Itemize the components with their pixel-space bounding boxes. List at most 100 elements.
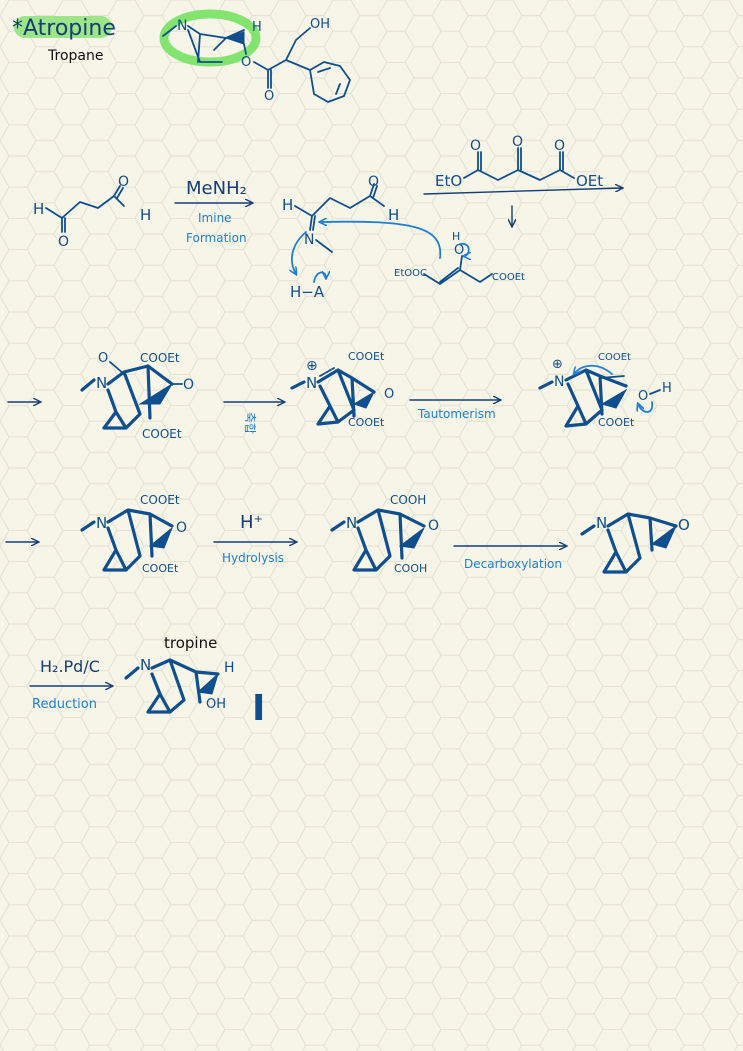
int2-wedge bbox=[352, 390, 376, 409]
succ-h-left: H bbox=[33, 200, 44, 218]
atropine-ester-chain bbox=[253, 27, 311, 89]
int1-cooet-bottom: COOEt bbox=[142, 427, 182, 441]
diacid-cooh-bottom: COOH bbox=[394, 562, 427, 575]
int1-wedge bbox=[138, 383, 173, 405]
adc-bonds bbox=[463, 147, 575, 181]
succinaldehyde-bonds bbox=[45, 185, 125, 233]
diacid-ketone-o: O bbox=[428, 518, 439, 534]
acid-ha: H−A bbox=[290, 283, 325, 301]
diacid-cooh-top: COOH bbox=[390, 493, 426, 507]
tropine-oh: OH bbox=[206, 697, 226, 712]
enol-form: EtOOC O H COOEt bbox=[394, 230, 525, 285]
tropinone-ketone-o: O bbox=[678, 516, 690, 534]
enol-oh-arrow bbox=[459, 243, 469, 256]
adc-o-2: O bbox=[512, 134, 523, 150]
adc-o-1: O bbox=[470, 138, 481, 154]
int3-cooet-bottom: COOEt bbox=[598, 416, 635, 429]
int2-cooet-top: COOEt bbox=[348, 350, 385, 363]
atropine-o-bond bbox=[243, 43, 247, 55]
tautomerism-step: Tautomerism bbox=[409, 400, 500, 421]
atropine-oh: OH bbox=[310, 17, 330, 32]
int3-oh-bond bbox=[649, 389, 661, 395]
diacid-bonds bbox=[330, 508, 426, 572]
int1-aldehyde-o: O bbox=[98, 351, 108, 366]
int2-double-bond bbox=[319, 367, 335, 377]
imine-step: MeNH₂ Imine Formation bbox=[174, 178, 252, 245]
decarboxylation-label: Decarboxylation bbox=[464, 557, 562, 571]
atropine-wedge bbox=[224, 31, 245, 45]
page-title: *Atropine bbox=[12, 16, 116, 41]
atropine-h-label: H bbox=[252, 20, 262, 35]
int3-arrow-top bbox=[574, 364, 613, 374]
int2-bonds bbox=[290, 368, 376, 426]
enol-iminium: ⊕ N O H COOEt COOEt bbox=[538, 352, 672, 429]
imine-aldehyde-bonds bbox=[294, 183, 385, 253]
int2-ketone-o: O bbox=[384, 387, 394, 402]
diester-wedge bbox=[148, 527, 173, 549]
tropinone-n: N bbox=[596, 514, 607, 532]
adc-o-3: O bbox=[554, 138, 565, 154]
int1-ketone-o: O bbox=[183, 377, 194, 393]
succ-o-top: O bbox=[118, 174, 129, 190]
imine-label-2: Formation bbox=[186, 231, 247, 245]
diester-ketone-o: O bbox=[176, 520, 187, 536]
enol-h: H bbox=[452, 230, 460, 243]
imine-h-right: H bbox=[388, 206, 399, 224]
tropinone-bonds bbox=[580, 512, 678, 574]
reduction-reagent: H₂.Pd/C bbox=[40, 657, 100, 676]
int2-cooet-bottom: COOEt bbox=[348, 416, 385, 429]
diester-cooet-bottom: COOEt bbox=[142, 562, 179, 575]
tropine-h: H bbox=[224, 660, 235, 676]
enol-o: O bbox=[454, 243, 464, 258]
atropine-structure: N H O O OH bbox=[159, 9, 351, 104]
int2-n: N bbox=[306, 374, 317, 392]
proton-arrow bbox=[313, 272, 326, 283]
imine-aldehyde: H O H N H−A bbox=[282, 174, 442, 301]
tautomerism-label: Tautomerism bbox=[417, 407, 496, 421]
reduction-label: Reduction bbox=[32, 697, 97, 712]
int3-arrow-oh bbox=[638, 401, 654, 413]
cyclization-label: 축합 bbox=[243, 412, 257, 434]
atropine-phenyl-link bbox=[285, 59, 311, 71]
diester-tropinone: N O COOEt COOEt bbox=[80, 493, 187, 575]
succ-o-bottom: O bbox=[58, 234, 69, 250]
atropine-bonds bbox=[162, 25, 245, 63]
hydrolysis-reagent: H⁺ bbox=[240, 512, 263, 533]
header: *Atropine Tropane bbox=[12, 16, 116, 64]
atropine-ester-o: O bbox=[241, 55, 251, 70]
int2-plus: ⊕ bbox=[306, 358, 318, 374]
imine-h-left: H bbox=[282, 196, 293, 214]
tropine-n: N bbox=[140, 656, 151, 674]
imine-n: N bbox=[304, 232, 314, 248]
int1-bonds bbox=[80, 364, 174, 430]
intermediate-cyclized: O N O COOEt COOEt bbox=[80, 351, 194, 441]
reduction-step: H₂.Pd/C Reduction bbox=[29, 657, 112, 712]
int1-cooet-top: COOEt bbox=[140, 351, 180, 365]
int3-enol-o: O bbox=[638, 389, 648, 404]
adc-eto: EtO bbox=[435, 172, 462, 190]
page-subtitle: Tropane bbox=[47, 48, 103, 64]
acetonedicarboxylate: EtO O O O OEt bbox=[423, 134, 622, 226]
int3-enol-double bbox=[599, 375, 625, 379]
adc-arrow bbox=[423, 188, 622, 195]
tropine: tropine N H OH bbox=[124, 634, 235, 714]
tropine-wedge bbox=[196, 672, 219, 695]
int3-enol-h: H bbox=[662, 381, 672, 396]
int3-plus: ⊕ bbox=[552, 357, 563, 372]
electron-arrow-left bbox=[292, 231, 307, 274]
enol-cooet: COOEt bbox=[492, 272, 525, 283]
roman-numeral-marker: I bbox=[252, 688, 265, 729]
iminium-ketone: ⊕ N O COOEt COOEt bbox=[290, 350, 394, 429]
tropine-bonds bbox=[124, 658, 220, 714]
imine-o-top: O bbox=[368, 174, 379, 190]
enol-bonds bbox=[423, 255, 493, 285]
hydrolysis-step: H⁺ Hydrolysis bbox=[213, 512, 296, 565]
diester-n: N bbox=[96, 514, 107, 532]
atropine-n-label: N bbox=[177, 18, 187, 34]
succ-h-right: H bbox=[140, 206, 151, 224]
int3-wedge bbox=[600, 388, 628, 409]
atropine-carbonyl-o: O bbox=[264, 89, 274, 104]
tropine-label: tropine bbox=[164, 634, 217, 652]
